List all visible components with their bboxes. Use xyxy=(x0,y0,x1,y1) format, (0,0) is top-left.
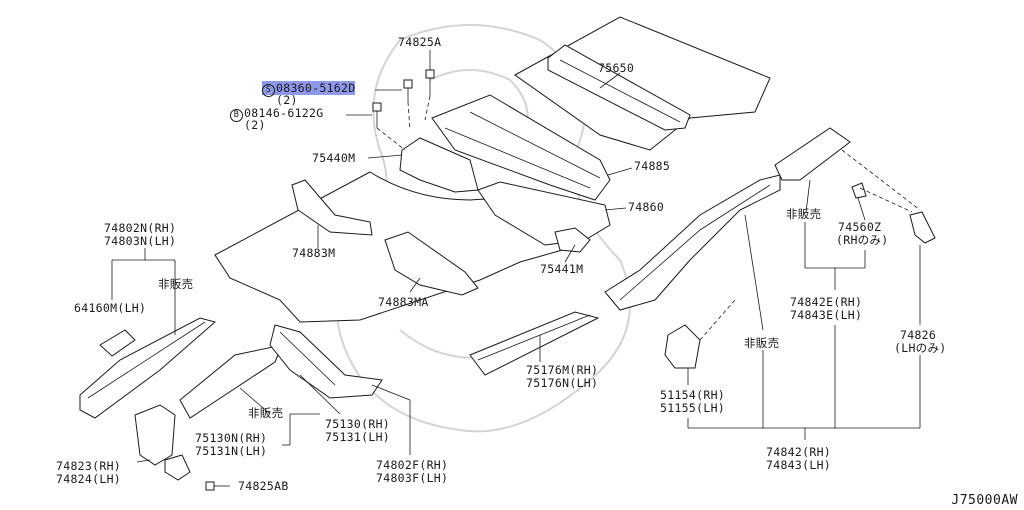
label-51154: 51154(RH) xyxy=(660,388,726,402)
label-75176M: 75176M(RH) xyxy=(526,363,599,377)
label-74803N: 74803N(LH) xyxy=(104,234,177,248)
bolt-icon-74825A xyxy=(425,69,435,96)
part-74883M xyxy=(291,179,373,236)
part-74842-side-member xyxy=(604,174,781,311)
s-symbol-icon: S xyxy=(262,84,275,97)
part-74560Z xyxy=(851,182,867,199)
label-75176N: 75176N(LH) xyxy=(526,376,599,390)
part-74883MA xyxy=(384,231,479,296)
label-51155: 51155(LH) xyxy=(660,401,726,415)
part-74802N xyxy=(79,317,217,419)
label-74825A: 74825A xyxy=(398,35,442,49)
label-64160M: 64160M(LH) xyxy=(74,301,147,315)
part-75130N xyxy=(179,344,283,419)
part-74885 xyxy=(431,94,611,201)
label-75441M: 75441M xyxy=(540,262,584,276)
label-74883M: 74883M xyxy=(292,246,336,260)
label-74842E: 74842E(RH) xyxy=(790,295,863,309)
label-75131: 75131(LH) xyxy=(325,430,391,444)
label-non-sale-left: 非販売 xyxy=(158,277,194,291)
part-74842E xyxy=(774,127,851,181)
label-74885: 74885 xyxy=(634,159,671,173)
label-74883MA: 74883MA xyxy=(378,295,429,309)
part-75176M xyxy=(469,311,600,376)
label-74803F: 74803F(LH) xyxy=(376,471,449,485)
label-75650: 75650 xyxy=(598,61,635,75)
part-74802F xyxy=(269,324,383,399)
label-74823: 74823(RH) xyxy=(56,459,122,473)
label-08360-5162D: 08360-5162D xyxy=(276,81,356,95)
label-74824: 74824(LH) xyxy=(56,472,122,486)
label-08360-qty: (2) xyxy=(276,93,298,107)
part-74826 xyxy=(909,211,936,244)
bolt-icon-08360 xyxy=(403,79,413,102)
label-75131N: 75131N(LH) xyxy=(195,444,268,458)
label-non-sale-center: 非販売 xyxy=(248,406,284,420)
label-75130: 75130(RH) xyxy=(325,417,391,431)
label-74825AB: 74825AB xyxy=(238,479,289,493)
part-75441M xyxy=(554,227,591,253)
label-74802N: 74802N(RH) xyxy=(104,221,177,235)
rear-floor-panel xyxy=(514,16,771,151)
part-75440M xyxy=(399,137,479,193)
label-74843E: 74843E(LH) xyxy=(790,308,863,322)
label-75440M: 75440M xyxy=(312,151,356,165)
part-64160M xyxy=(99,329,136,357)
leader-lines xyxy=(111,50,921,463)
label-08146-qty: (2) xyxy=(244,118,266,132)
bolt-icon-08146 xyxy=(372,102,382,128)
label-74560Z-note: (RHのみ) xyxy=(836,233,889,247)
label-non-sale-right: 非販売 xyxy=(744,336,780,350)
label-74802F: 74802F(RH) xyxy=(376,458,449,472)
label-74560Z: 74560Z xyxy=(838,220,882,234)
label-74826-note: (LHのみ) xyxy=(894,341,947,355)
label-74860: 74860 xyxy=(628,200,665,214)
label-08146-6122G: 08146-6122G xyxy=(244,106,324,120)
label-74842: 74842(RH) xyxy=(766,445,832,459)
label-non-sale-upper-right: 非販売 xyxy=(786,207,822,221)
label-75130N: 75130N(RH) xyxy=(195,431,268,445)
diagram-code: J75000AW xyxy=(951,493,1018,508)
bolt-icon-74825AB xyxy=(205,481,230,491)
part-74825AB-clip xyxy=(164,454,191,481)
label-74826: 74826 xyxy=(900,328,937,342)
part-51154 xyxy=(664,324,701,369)
part-74823 xyxy=(134,404,176,466)
b-symbol-icon: B xyxy=(230,109,243,122)
label-74843: 74843(LH) xyxy=(766,458,832,472)
